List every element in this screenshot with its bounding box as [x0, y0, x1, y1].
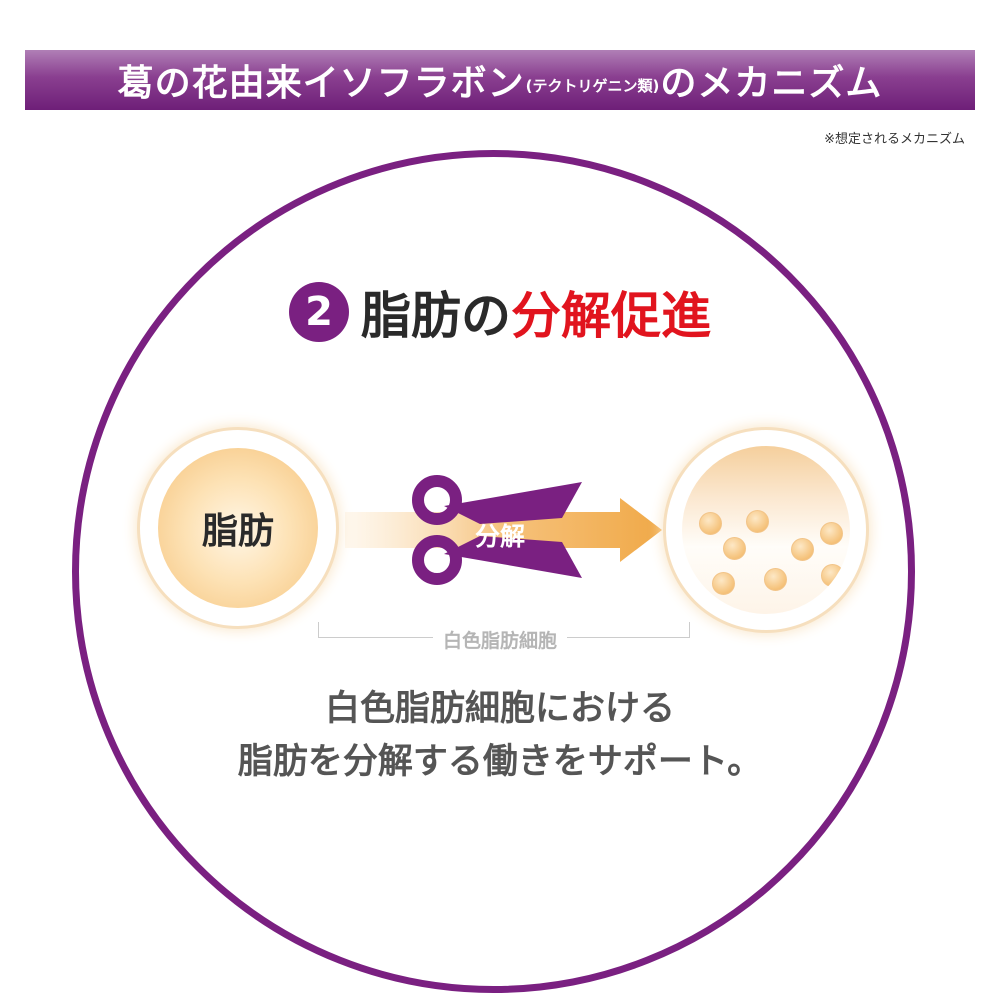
- broken-cell-inner: [682, 446, 850, 614]
- fat-droplet: [746, 510, 769, 533]
- heading-highlight: 分解促進: [511, 287, 711, 345]
- scissors-icon: [412, 475, 582, 585]
- fat-droplet: [820, 522, 843, 545]
- title-sub: (テクトリゲニン類): [525, 76, 660, 95]
- fat-droplet: [699, 512, 722, 535]
- title-end: のメカニズム: [660, 63, 883, 104]
- heading-text: 脂肪の: [361, 287, 511, 345]
- fat-cell: 脂肪: [140, 430, 336, 626]
- number-badge: 2: [289, 282, 349, 342]
- section-heading: 2 脂肪の 分解促進: [0, 276, 1000, 348]
- fat-droplet: [791, 538, 814, 561]
- title-main: 葛の花由来イソフラボン: [117, 63, 525, 104]
- fat-droplet: [821, 564, 844, 587]
- cut-label: 分解: [475, 522, 526, 551]
- fat-droplet: [764, 568, 787, 591]
- white-fat-cell-label: 白色脂肪細胞: [432, 630, 567, 652]
- description-line-2: 脂肪を分解する働きをサポート。: [237, 742, 763, 782]
- fat-droplet: [723, 537, 746, 560]
- broken-fat-cell: [666, 430, 866, 630]
- frame-circle: [72, 150, 915, 993]
- arrow-scissors-graphic: [345, 475, 662, 585]
- mechanism-note: ※想定されるメカニズム: [824, 132, 965, 147]
- fat-droplet: [712, 572, 735, 595]
- title-banner: 葛の花由来イソフラボン (テクトリゲニン類) のメカニズム: [25, 50, 975, 110]
- description-line-1: 白色脂肪細胞における: [324, 689, 675, 729]
- fat-cell-label: 脂肪: [158, 448, 318, 608]
